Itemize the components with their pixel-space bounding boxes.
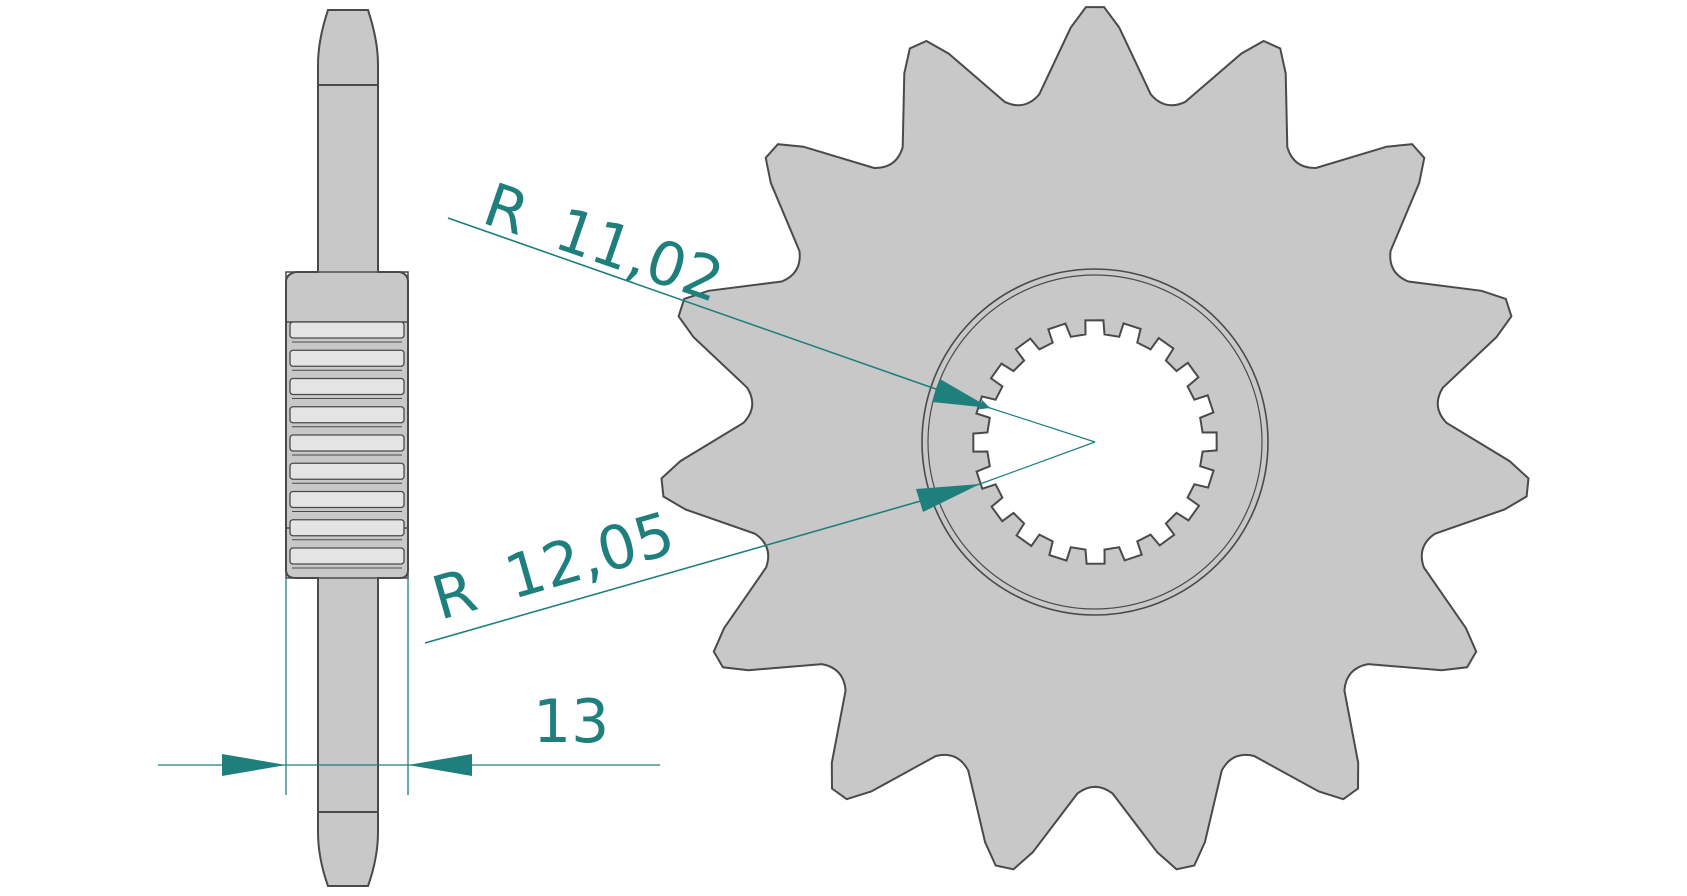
label-outer-radius-prefix: R: [425, 556, 484, 635]
label-inner-radius-value: 11,02: [547, 195, 732, 317]
spline-ridge: [289, 547, 405, 565]
spline-ridge: [289, 490, 405, 509]
radius-line-inner: [989, 407, 1096, 443]
spline-ridge: [289, 406, 405, 424]
hub-shoulder-outer: [921, 268, 1269, 616]
label-width: 13: [533, 687, 609, 757]
spline-ridge: [289, 434, 405, 452]
spline-ridge: [289, 377, 405, 396]
side-view-splines: [289, 321, 405, 569]
spline-ridge: [289, 321, 405, 339]
arrow-width-right: [408, 754, 472, 776]
arrow-outer-radius: [916, 484, 980, 512]
arrow-inner-radius: [932, 379, 990, 408]
spline-ridge: [289, 349, 405, 367]
label-inner-radius-prefix: R: [475, 170, 537, 250]
sprocket-front-view: [660, 6, 1530, 871]
arrow-width-left: [222, 754, 286, 776]
spline-ridge: [289, 519, 405, 537]
hub-shoulder-inner: [927, 274, 1263, 610]
dimension-width: 13: [158, 578, 660, 795]
spline-ridge: [289, 462, 405, 480]
leader-outer-radius: [424, 483, 981, 644]
leader-inner-radius: [447, 217, 991, 410]
radius-line-outer: [979, 441, 1096, 485]
sprocket-side-view: [285, 9, 409, 887]
